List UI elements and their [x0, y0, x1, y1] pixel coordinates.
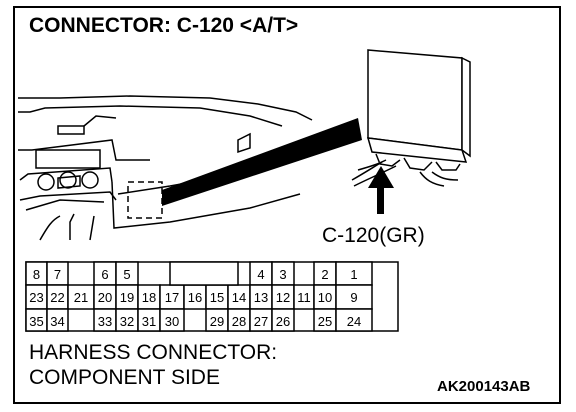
pin-cell [67, 284, 95, 310]
pin-number: 7 [54, 267, 61, 282]
caption-line-2: COMPONENT SIDE [29, 366, 220, 389]
pin-number: 19 [120, 290, 134, 305]
pin-number: 2 [321, 267, 328, 282]
figure-code: AK200143AB [437, 378, 531, 395]
pin-cell [335, 284, 373, 310]
pin-number: 17 [165, 290, 179, 305]
arrow-up-icon [368, 166, 394, 214]
pin-number: 24 [347, 314, 361, 329]
pin-number: 34 [50, 314, 64, 329]
pin-number: 10 [318, 290, 332, 305]
pin-number: 11 [297, 290, 311, 305]
pin-number: 22 [50, 290, 64, 305]
pin-number: 18 [142, 290, 156, 305]
pin-cell [159, 308, 185, 332]
pin-cell [335, 308, 373, 332]
pin-number: 27 [254, 314, 268, 329]
pin-number: 29 [210, 314, 224, 329]
pin-number: 32 [120, 314, 134, 329]
pin-number: 5 [123, 267, 130, 282]
pin-number: 30 [165, 314, 179, 329]
caption-line-1: HARNESS CONNECTOR: [29, 341, 278, 364]
pin-number: 25 [318, 314, 332, 329]
pin-number: 1 [350, 267, 357, 282]
pin-cell [46, 308, 69, 332]
pin-number: 13 [254, 290, 268, 305]
pin-number: 3 [279, 267, 286, 282]
pin-cell [271, 308, 295, 332]
pin-number: 20 [98, 290, 112, 305]
pin-number: 23 [29, 290, 43, 305]
connector-key-notch [169, 261, 239, 286]
pin-number: 14 [232, 290, 246, 305]
location-beam [162, 118, 362, 206]
pin-number: 9 [350, 290, 357, 305]
pin-number: 35 [29, 314, 43, 329]
diagram-frame [13, 6, 561, 404]
pin-number: 28 [232, 314, 246, 329]
connector-ref-label: C-120(GR) [322, 224, 425, 247]
pin-number: 12 [276, 290, 290, 305]
pin-number: 8 [33, 267, 40, 282]
connector-title: CONNECTOR: C-120 <A/T> [29, 14, 299, 37]
pin-number: 31 [142, 314, 156, 329]
ecu-module [351, 49, 471, 187]
pin-number: 33 [98, 314, 112, 329]
pin-number: 21 [74, 290, 88, 305]
pin-number: 15 [210, 290, 224, 305]
pin-number: 16 [188, 290, 202, 305]
pin-number: 26 [276, 314, 290, 329]
pin-number: 6 [101, 267, 108, 282]
pin-number: 4 [257, 267, 264, 282]
